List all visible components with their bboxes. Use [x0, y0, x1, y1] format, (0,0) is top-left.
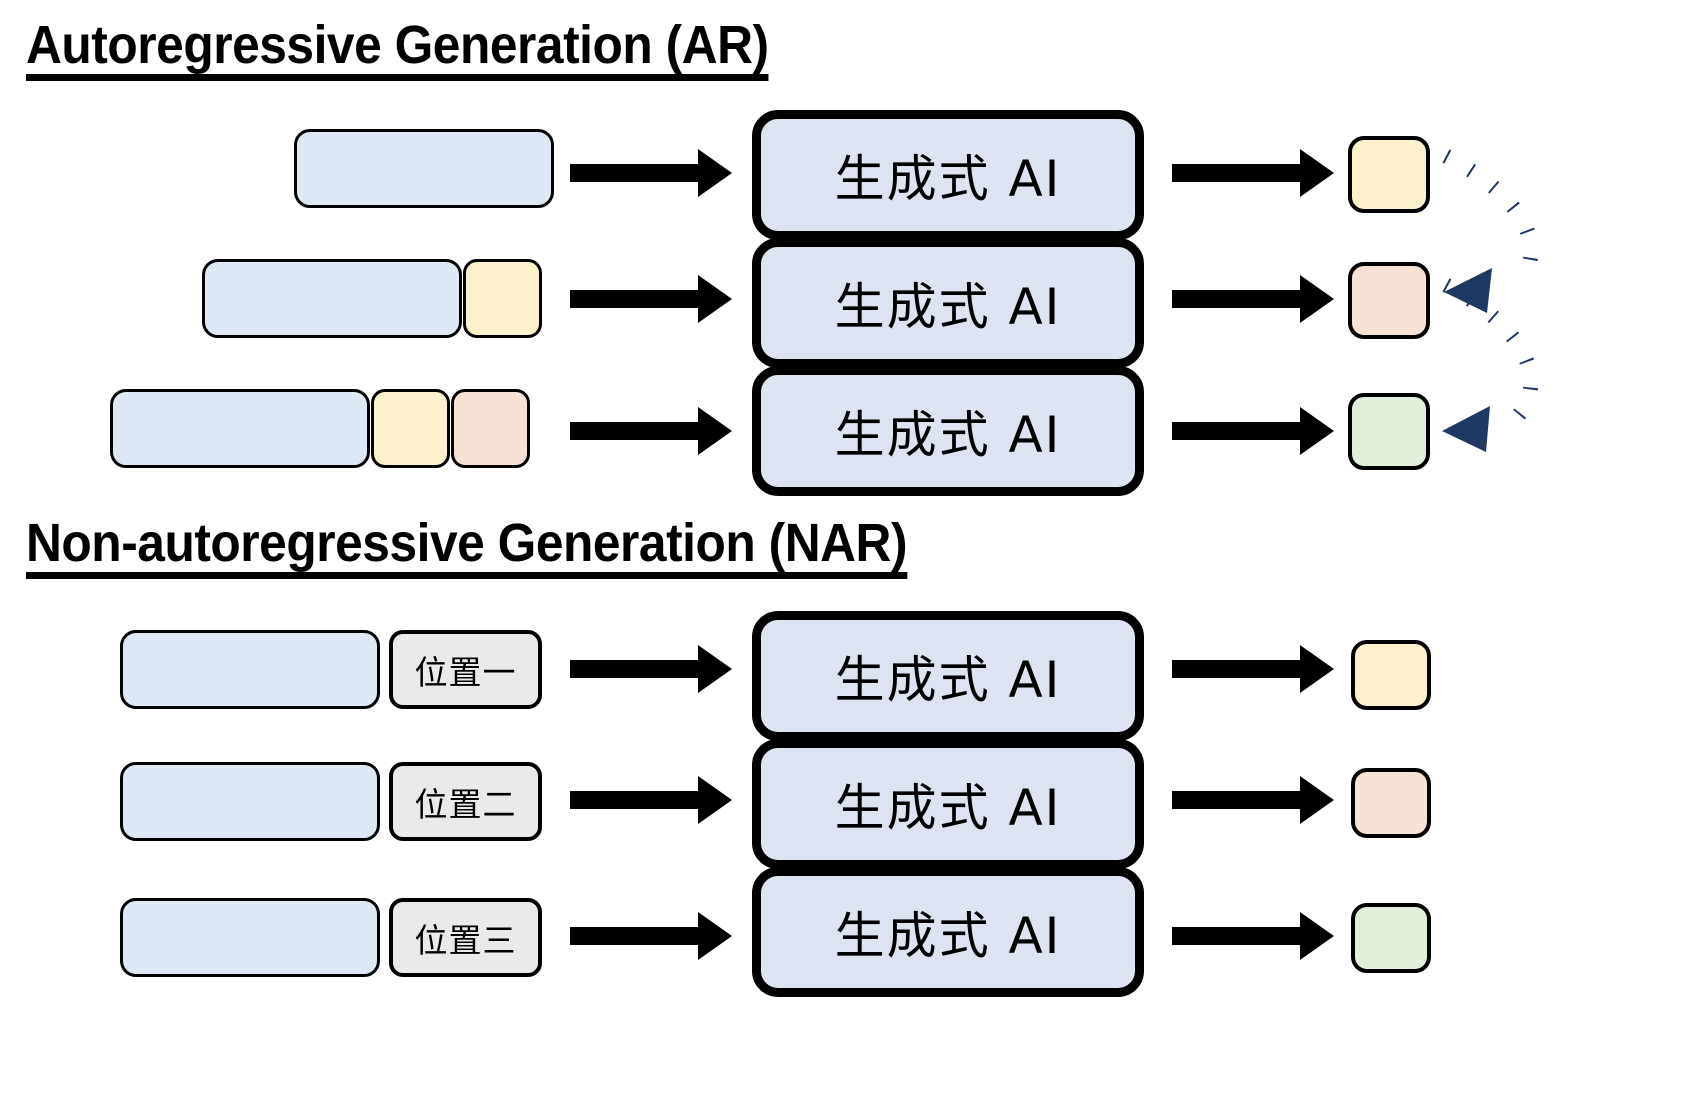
- nar-row2-prompt: [120, 762, 380, 841]
- nar-row1-prompt: [120, 630, 380, 709]
- nar-row3-prompt: [120, 898, 380, 977]
- nar-row1-position-tag: 位置一: [389, 630, 542, 709]
- nar-row3-position-label: 位置三: [414, 920, 517, 960]
- ar-model-block-1-label: 生成式 AI: [834, 150, 1062, 208]
- nar-output-token-2-peach: [1351, 768, 1431, 838]
- ar-model-block-1[interactable]: 生成式 AI: [752, 110, 1144, 240]
- ar-model-block-2[interactable]: 生成式 AI: [752, 238, 1144, 368]
- ar-row3-token-peach: [451, 389, 530, 468]
- nar-model-block-3[interactable]: 生成式 AI: [752, 867, 1144, 997]
- nar-row1-position-label: 位置一: [414, 652, 517, 692]
- feedback-arrowhead-2: [1442, 406, 1490, 452]
- nar-model-block-1[interactable]: 生成式 AI: [752, 611, 1144, 741]
- nar-model-block-3-label: 生成式 AI: [834, 907, 1062, 965]
- ar-row3-prompt: [110, 389, 370, 468]
- ar-model-block-2-label: 生成式 AI: [834, 278, 1062, 336]
- nar-output-token-1-yellow: [1351, 640, 1431, 710]
- nar-model-block-2-label: 生成式 AI: [834, 779, 1062, 837]
- nar-model-block-2[interactable]: 生成式 AI: [752, 739, 1144, 869]
- ar-output-token-1-yellow: [1348, 136, 1430, 213]
- feedback-path-1: [1442, 149, 1539, 287]
- nar-model-block-1-label: 生成式 AI: [834, 651, 1062, 709]
- ar-row2-prompt: [202, 259, 462, 338]
- ar-output-token-2-peach: [1348, 262, 1430, 339]
- ar-output-token-3-green: [1348, 393, 1430, 470]
- section-title-ar: Autoregressive Generation (AR): [26, 14, 769, 81]
- nar-row2-position-tag: 位置二: [389, 762, 542, 841]
- section-title-nar: Non-autoregressive Generation (NAR): [26, 512, 908, 579]
- feedback-arrowhead-1: [1444, 268, 1492, 313]
- section-title-nar-text: Non-autoregressive Generation (NAR): [26, 516, 908, 579]
- nar-row2-position-label: 位置二: [414, 784, 517, 824]
- feedback-path-2: [1442, 278, 1539, 424]
- ar-row2-token-yellow: [463, 259, 542, 338]
- ar-model-block-3-label: 生成式 AI: [834, 406, 1062, 464]
- nar-row3-position-tag: 位置三: [389, 898, 542, 977]
- ar-row3-token-yellow: [371, 389, 450, 468]
- ar-row1-prompt: [294, 129, 554, 208]
- nar-output-token-3-green: [1351, 903, 1431, 973]
- section-title-ar-text: Autoregressive Generation (AR): [26, 18, 769, 81]
- ar-model-block-3[interactable]: 生成式 AI: [752, 366, 1144, 496]
